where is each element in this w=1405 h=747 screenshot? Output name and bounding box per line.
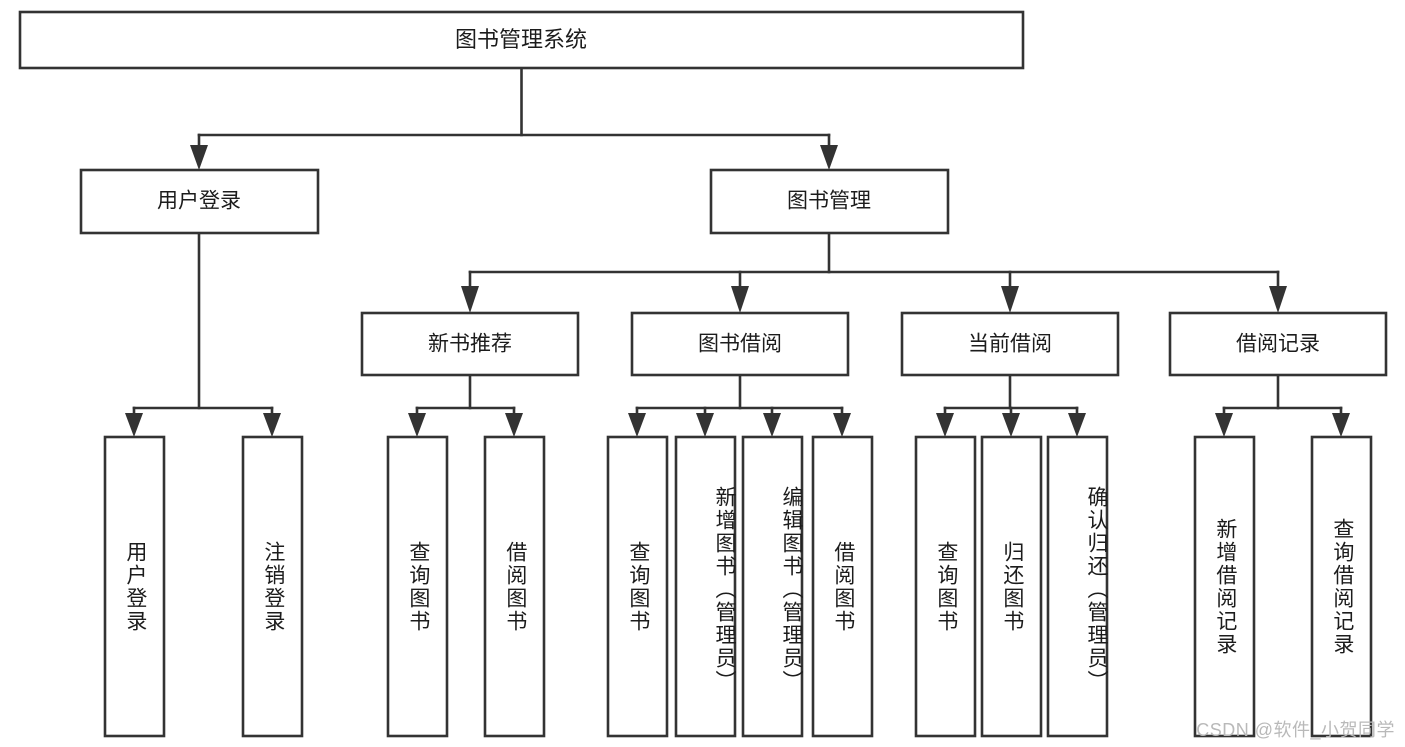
leaf-box-borrow-book-1[interactable] <box>483 435 546 738</box>
arrow-head-leaf-return-book <box>1002 413 1020 437</box>
node-book-borrow-label: 图书借阅 <box>698 333 782 356</box>
watermark-text: CSDN @软件_小贺同学 <box>1196 720 1395 740</box>
connector-group-root <box>190 66 838 170</box>
arrow-head-bookmanage <box>820 145 838 170</box>
node-user-login-label: 用户登录 <box>157 190 241 213</box>
node-book-borrow[interactable]: 图书借阅 <box>630 311 850 377</box>
arrow-head-leaf-query-book-3 <box>936 413 954 437</box>
leaf-box-query-book-3[interactable] <box>914 435 977 738</box>
node-current-borrow[interactable]: 当前借阅 <box>900 311 1120 377</box>
arrow-head-leaf-add-record <box>1215 413 1233 437</box>
leaf-box-query-record[interactable] <box>1310 435 1373 738</box>
arrow-head-leaf-user-login <box>125 413 143 437</box>
node-new-book-recommend-label: 新书推荐 <box>428 333 512 356</box>
arrow-head-leaf-query-book-2 <box>628 413 646 437</box>
leaf-box-add-record[interactable] <box>1193 435 1256 738</box>
leaf-box-confirm-return[interactable] <box>1046 435 1109 738</box>
leaf-box-borrow-book-2[interactable] <box>811 435 874 738</box>
arrow-head-current-borrow <box>1001 286 1019 313</box>
arrow-head-book-borrow <box>731 286 749 313</box>
node-current-borrow-box[interactable] <box>900 311 1120 377</box>
arrow-head-leaf-borrow-book-1 <box>505 413 523 437</box>
node-user-login[interactable]: 用户登录 <box>79 168 320 235</box>
leaf-boxes <box>103 435 1373 738</box>
node-book-borrow-box[interactable] <box>630 311 850 377</box>
arrow-head-leaf-edit-book <box>763 413 781 437</box>
arrow-head-userlogin <box>190 145 208 170</box>
node-book-manage-label: 图书管理 <box>787 190 871 213</box>
leaf-box-query-book-2[interactable] <box>606 435 669 738</box>
node-book-manage[interactable]: 图书管理 <box>709 168 950 235</box>
connector-group-user-login <box>125 231 281 437</box>
leaf-box-user-login[interactable] <box>103 435 166 738</box>
leaf-box-return-book[interactable] <box>980 435 1043 738</box>
node-new-book-recommend-box[interactable] <box>360 311 580 377</box>
arrow-head-leaf-borrow-book-2 <box>833 413 851 437</box>
leaf-box-query-book-1[interactable] <box>386 435 449 738</box>
node-book-manage-box[interactable] <box>709 168 950 235</box>
node-root-label: 图书管理系统 <box>455 27 587 52</box>
node-current-borrow-label: 当前借阅 <box>968 333 1052 356</box>
node-new-book-recommend[interactable]: 新书推荐 <box>360 311 580 377</box>
leaf-box-add-book[interactable] <box>674 435 737 738</box>
connector-group-book-manage <box>461 231 1287 313</box>
node-borrow-record-box[interactable] <box>1168 311 1388 377</box>
leaf-box-edit-book[interactable] <box>741 435 804 738</box>
node-borrow-record[interactable]: 借阅记录 <box>1168 311 1388 377</box>
connector-group-book-borrow <box>628 373 851 437</box>
node-borrow-record-label: 借阅记录 <box>1236 333 1320 356</box>
leaf-box-logout-login[interactable] <box>241 435 304 738</box>
node-user-login-box[interactable] <box>79 168 320 235</box>
arrow-head-leaf-query-book-1 <box>408 413 426 437</box>
connector-group-current-borrow <box>936 373 1086 437</box>
arrow-head-leaf-query-record <box>1332 413 1350 437</box>
connector-group-borrow-record <box>1215 373 1350 437</box>
node-root[interactable]: 图书管理系统 <box>18 10 1025 70</box>
connector-group-new-book-recommend <box>408 373 523 437</box>
arrow-head-leaf-logout-login <box>263 413 281 437</box>
arrow-head-leaf-add-book <box>696 413 714 437</box>
arrow-head-borrow-record <box>1269 286 1287 313</box>
node-root-box[interactable] <box>18 10 1025 70</box>
arrow-head-new-book-recommend <box>461 286 479 313</box>
arrow-head-leaf-confirm-return <box>1068 413 1086 437</box>
